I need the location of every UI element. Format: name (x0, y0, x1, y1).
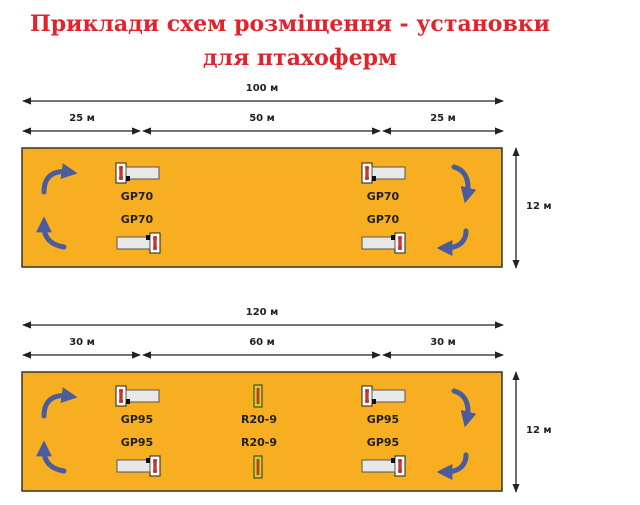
layout1-circulation-arrows (36, 163, 477, 256)
layout2-unit-label-top-middle: R20-9 (241, 413, 277, 426)
layout1-unit-label-bottom-left: GP70 (120, 213, 154, 226)
layout2-unit-label-bottom-middle: R20-9 (241, 436, 277, 449)
layout2-circulation-arrows (36, 387, 477, 480)
layout1-unit-label-top-right: GP70 (366, 190, 400, 203)
layout1-unit-label-top-left: GP70 (120, 190, 154, 203)
layout2-width-label: 12 м (526, 425, 552, 436)
title-line-1: Приклади схем розміщення - установки (30, 11, 550, 37)
layout2-r20-top (253, 384, 263, 408)
layout1-width-label: 12 м (526, 201, 552, 212)
layout2-unit-label-bottom-left: GP95 (120, 436, 154, 449)
layout1-floor (21, 147, 503, 268)
layout2-unit-label-top-left: GP95 (120, 413, 154, 426)
title-line-2: для птахоферм (202, 45, 398, 71)
layout1-unit-label-bottom-right: GP70 (366, 213, 400, 226)
layout2-right-label: 30 м (430, 337, 456, 348)
layout1-total-label: 100 м (245, 83, 279, 94)
layout1-right-label: 25 м (430, 113, 456, 124)
layout2-unit-label-bottom-right: GP95 (366, 436, 400, 449)
layout1-middle-label: 50 м (249, 113, 275, 124)
layout2-left-label: 30 м (69, 337, 95, 348)
layout2-unit-label-top-right: GP95 (366, 413, 400, 426)
layout2-middle-label: 60 м (249, 337, 275, 348)
layout2-total-label: 120 м (245, 307, 279, 318)
layout1-left-label: 25 м (69, 113, 95, 124)
layout2-r20-bottom (253, 455, 263, 479)
